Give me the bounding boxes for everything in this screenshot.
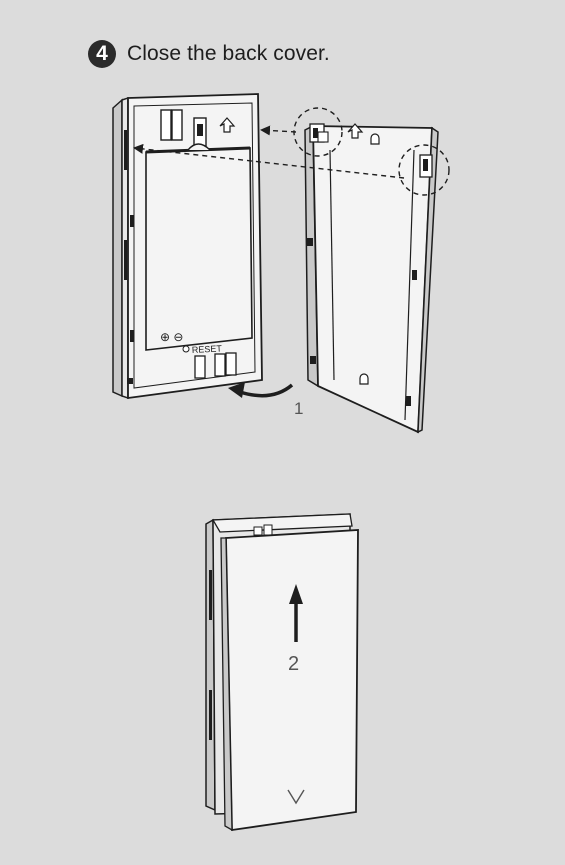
back-cover-detached (304, 123, 439, 434)
step-2-up-arrow (289, 584, 303, 642)
step-1-curved-arrow (228, 382, 294, 398)
step-2-label: 2 (288, 653, 299, 675)
device-closed-view (205, 513, 359, 832)
latch-callout-circle-right (398, 144, 450, 196)
alignment-arrow-long (133, 143, 405, 179)
device-open-view: ⊕ ⊖ RESET (112, 93, 263, 400)
step-title: Close the back cover. (127, 42, 330, 65)
reset-label: RESET (192, 343, 223, 355)
step-1-label: 1 (294, 399, 303, 418)
step-header: 4 Close the back cover. (88, 38, 330, 70)
alignment-arrow-top (260, 125, 297, 136)
step-number-badge: 4 (88, 40, 116, 68)
battery-polarity-label: ⊕ ⊖ (160, 330, 183, 344)
